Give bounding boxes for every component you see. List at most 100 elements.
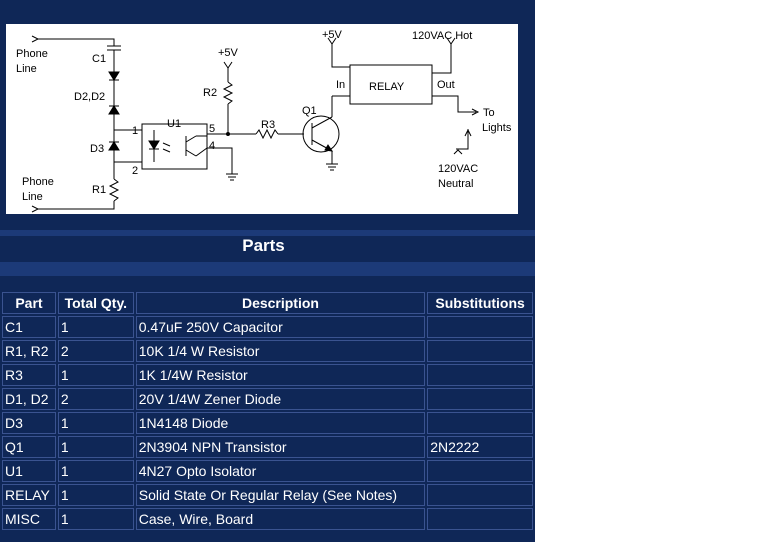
cell-substitution: [427, 484, 533, 506]
header-substitutions: Substitutions: [427, 292, 533, 314]
cell-substitution: [427, 412, 533, 434]
pin2-label: 2: [132, 165, 138, 177]
cell-description: 4N27 Opto Isolator: [135, 460, 426, 482]
to-lights-arrow: [471, 108, 480, 116]
cell-qty: 1: [57, 460, 134, 482]
cell-substitution: 2N2222: [427, 436, 533, 458]
vcc-relay-label: +5V: [322, 29, 343, 41]
phone-line-bottom-label-1: Phone: [22, 176, 54, 188]
table-row: C1 1 0.47uF 250V Capacitor: [2, 316, 533, 338]
phone-line-top-terminal: [31, 35, 40, 43]
cell-description: 20V 1/4W Zener Diode: [135, 388, 426, 410]
cell-part: D3: [2, 412, 56, 434]
phone-line-bottom-label-2: Line: [22, 191, 43, 203]
diode-d3: [108, 141, 120, 154]
in-label: In: [336, 79, 345, 91]
cell-qty: 1: [57, 316, 134, 338]
cell-qty: 1: [57, 484, 134, 506]
wire-phone-top: [38, 38, 115, 46]
hot-label: 120VAC Hot: [412, 30, 472, 42]
table-row: R3 1 1K 1/4W Resistor: [2, 364, 533, 386]
cell-substitution: [427, 460, 533, 482]
transistor-q1: [302, 115, 340, 153]
cell-qty: 1: [57, 364, 134, 386]
phone-line-top-label-1: Phone: [16, 48, 48, 60]
cell-part: R1, R2: [2, 340, 56, 362]
zener-d2-lower: [108, 105, 120, 115]
content-panel: Phone Line C1 D2,D2 D3 Phone Line R1 U1 …: [0, 0, 535, 542]
cell-part: D1, D2: [2, 388, 56, 410]
c1-label: C1: [92, 53, 106, 65]
ground-symbol-q1: [326, 163, 338, 171]
cell-part: C1: [2, 316, 56, 338]
cell-qty: 1: [57, 412, 134, 434]
vcc-arrow-r2: [223, 61, 233, 69]
cell-part: RELAY: [2, 484, 56, 506]
relay-label: RELAY: [369, 81, 405, 93]
divider-band: [0, 230, 535, 236]
pin4-label: 4: [209, 140, 215, 152]
table-row: D1, D2 2 20V 1/4W Zener Diode: [2, 388, 533, 410]
neutral-label-2: Neutral: [438, 178, 473, 190]
resistor-r3: [255, 128, 279, 140]
cell-description: 10K 1/4 W Resistor: [135, 340, 426, 362]
lights-label: Lights: [482, 122, 512, 134]
vcc-r2-label: +5V: [218, 47, 239, 59]
relay-box: [349, 64, 433, 105]
r3-label: R3: [261, 119, 275, 131]
to-label: To: [483, 107, 495, 119]
resistor-r1: [108, 178, 120, 202]
table-row: RELAY 1 Solid State Or Regular Relay (Se…: [2, 484, 533, 506]
cell-description: Solid State Or Regular Relay (See Notes): [135, 484, 426, 506]
cell-substitution: [427, 364, 533, 386]
table-row: R1, R2 2 10K 1/4 W Resistor: [2, 340, 533, 362]
cell-description: 0.47uF 250V Capacitor: [135, 316, 426, 338]
neutral-label-1: 120VAC: [438, 163, 478, 175]
d2d2-label: D2,D2: [74, 91, 105, 103]
cell-part: MISC: [2, 508, 56, 530]
r2-label: R2: [203, 87, 217, 99]
table-header-row: Part Total Qty. Description Substitution…: [2, 292, 533, 314]
header-description: Description: [135, 292, 426, 314]
neutral-arrow: [453, 149, 463, 155]
q1-label: Q1: [302, 105, 317, 117]
table-row: D3 1 1N4148 Diode: [2, 412, 533, 434]
cell-qty: 2: [57, 340, 134, 362]
u1-label: U1: [167, 118, 181, 130]
ground-symbol-u1: [226, 173, 238, 181]
cell-description: 1K 1/4W Resistor: [135, 364, 426, 386]
cell-description: Case, Wire, Board: [135, 508, 426, 530]
header-total-qty: Total Qty.: [57, 292, 134, 314]
table-row: Q1 1 2N3904 NPN Transistor 2N2222: [2, 436, 533, 458]
r1-label: R1: [92, 184, 106, 196]
cell-qty: 1: [57, 436, 134, 458]
d3-label: D3: [90, 143, 104, 155]
cell-substitution: [427, 388, 533, 410]
parts-heading: Parts: [242, 236, 285, 255]
opto-led: [148, 130, 171, 162]
phone-line-top-label-2: Line: [16, 63, 37, 75]
header-part: Part: [2, 292, 56, 314]
opto-u1-body: [141, 123, 208, 170]
resistor-r2: [222, 81, 234, 105]
cell-substitution: [427, 508, 533, 530]
cell-part: R3: [2, 364, 56, 386]
out-label: Out: [437, 79, 455, 91]
phone-line-bottom-terminal: [31, 205, 40, 213]
cell-qty: 2: [57, 388, 134, 410]
parts-table: Part Total Qty. Description Substitution…: [0, 290, 535, 532]
cell-qty: 1: [57, 508, 134, 530]
pin5-label: 5: [209, 123, 215, 135]
table-row: U1 1 4N27 Opto Isolator: [2, 460, 533, 482]
zener-d2-upper: [108, 71, 120, 81]
cell-description: 2N3904 NPN Transistor: [135, 436, 426, 458]
cell-substitution: [427, 316, 533, 338]
wire-phone-bottom: [38, 201, 115, 210]
opto-phototransistor: [185, 135, 208, 157]
pin1-label: 1: [132, 125, 138, 137]
schematic-svg: Phone Line C1 D2,D2 D3 Phone Line R1 U1 …: [16, 29, 512, 213]
cell-part: Q1: [2, 436, 56, 458]
table-row: MISC 1 Case, Wire, Board: [2, 508, 533, 530]
divider-band: [0, 262, 535, 276]
cell-substitution: [427, 340, 533, 362]
